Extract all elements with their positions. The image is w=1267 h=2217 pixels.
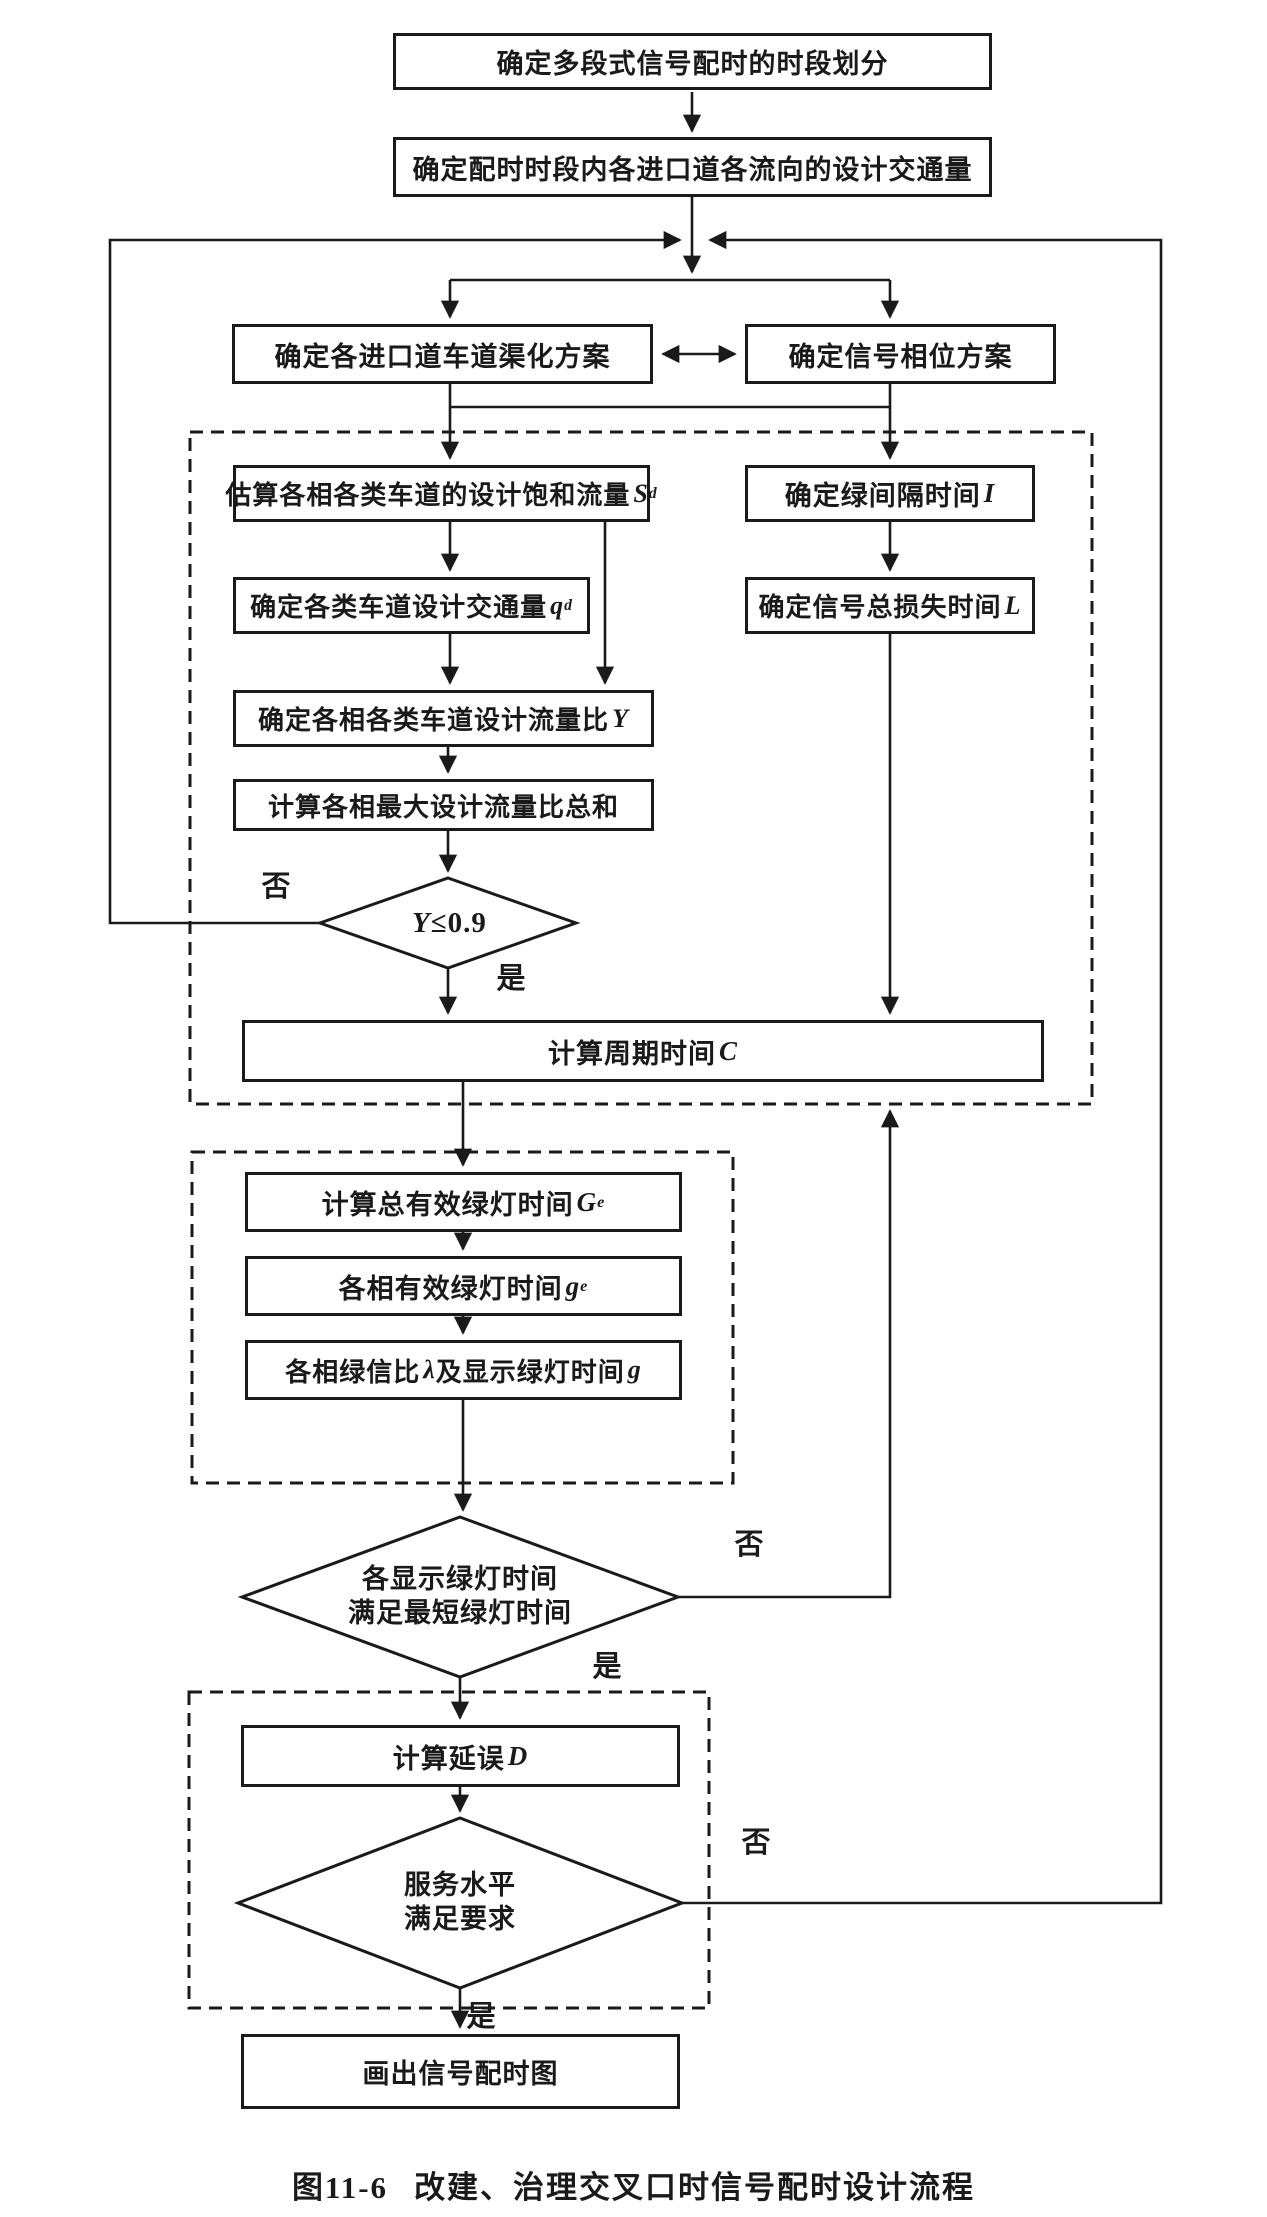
step-text: 确定信号相位方案 bbox=[788, 341, 1013, 372]
step-text: 确定各类车道设计交通量 bbox=[250, 593, 548, 622]
step-text: 画出信号配时图 bbox=[362, 2059, 559, 2089]
decision-ycheck-shape bbox=[315, 876, 581, 970]
math-symbol: q bbox=[550, 590, 565, 620]
step-define-timing-periods: 确定多段式信号配时的时段划分 bbox=[393, 33, 992, 90]
feedback-no-mingreen bbox=[678, 1109, 900, 1599]
step-text: 确定配时时段内各进口道各流向的设计交通量 bbox=[412, 154, 973, 185]
step-sum-max-flow-ratio: 计算各相最大设计流量比总和 bbox=[233, 779, 654, 831]
branch-no-service: 否 bbox=[741, 1827, 771, 1859]
figure-title: 改建、治理交叉口时信号配时设计流程 bbox=[414, 2170, 976, 2205]
branch-no-ycheck: 否 bbox=[261, 871, 291, 903]
step-text: 计算延误 bbox=[392, 1743, 505, 1774]
feedback-no-service bbox=[682, 230, 1163, 1905]
figure-number: 图11-6 bbox=[291, 2170, 389, 2205]
step-design-traffic-volumes: 确定配时时段内各进口道各流向的设计交通量 bbox=[393, 137, 992, 197]
decision-text: 各显示绿灯时间 bbox=[362, 1564, 558, 1595]
step-text: 各相绿信比 bbox=[285, 1357, 421, 1387]
step-text: 估算各相各类车道的设计饱和流量 bbox=[225, 481, 631, 510]
decision-text: 服务水平 bbox=[404, 1870, 516, 1901]
step-text: 确定多段式信号配时的时段划分 bbox=[496, 49, 889, 79]
branch-yes-ycheck: 是 bbox=[496, 963, 526, 995]
decision-ycheck-label: Y≤0.9 bbox=[348, 903, 548, 943]
math-symbol: D bbox=[507, 1740, 529, 1771]
branch-yes-mingreen: 是 bbox=[592, 1651, 622, 1683]
math-symbol: C bbox=[718, 1035, 738, 1066]
decision-text: 满足要求 bbox=[404, 1904, 516, 1934]
decision-mingreen-shape bbox=[237, 1515, 683, 1679]
step-text: 确定各相各类车道设计流量比 bbox=[258, 706, 610, 735]
step-text: 计算总有效绿灯时间 bbox=[321, 1189, 574, 1220]
math-symbol: G bbox=[576, 1186, 598, 1217]
step-text: 确定各进口道车道渠化方案 bbox=[274, 341, 611, 372]
step-text: 计算各相最大设计流量比总和 bbox=[267, 792, 619, 822]
decision-service-shape bbox=[233, 1816, 687, 1990]
figure-caption: 图11-6 改建、治理交叉口时信号配时设计流程 bbox=[0, 2162, 1267, 2207]
step-text: 确定绿间隔时间 bbox=[784, 481, 981, 511]
math-symbol: I bbox=[983, 478, 996, 508]
decision-text: 满足最短绿灯时间 bbox=[348, 1598, 572, 1628]
math-symbol: S bbox=[633, 478, 649, 508]
step-signal-phase-plan: 确定信号相位方案 bbox=[745, 324, 1056, 384]
math-symbol: Y bbox=[612, 703, 629, 733]
decision-text: ≤0.9 bbox=[430, 906, 487, 939]
feedback-no-ycheck bbox=[108, 230, 682, 925]
step-draw-timing-diagram: 画出信号配时图 bbox=[241, 2034, 680, 2109]
branch-yes-service: 是 bbox=[466, 2001, 496, 2033]
step-text: 各相有效绿灯时间 bbox=[338, 1273, 563, 1304]
branch-no-mingreen: 否 bbox=[734, 1529, 764, 1561]
step-lane-channelization-plan: 确定各进口道车道渠化方案 bbox=[232, 324, 653, 384]
math-symbol: L bbox=[1004, 590, 1022, 620]
step-text: 确定信号总损失时间 bbox=[758, 593, 1002, 622]
math-symbol: g bbox=[565, 1270, 581, 1301]
decision-mingreen-label: 各显示绿灯时间 满足最短绿灯时间 bbox=[300, 1557, 620, 1637]
dashed-group-delay bbox=[187, 1690, 711, 2010]
step-text: 及显示绿灯时间 bbox=[435, 1357, 625, 1387]
math-symbol: Y bbox=[412, 906, 431, 939]
decision-service-label: 服务水平 满足要求 bbox=[350, 1863, 570, 1943]
math-symbol: g bbox=[627, 1355, 642, 1384]
step-text: 计算周期时间 bbox=[547, 1038, 716, 1069]
math-symbol: λ bbox=[423, 1355, 436, 1384]
dashed-group-cycle bbox=[188, 430, 1094, 1106]
